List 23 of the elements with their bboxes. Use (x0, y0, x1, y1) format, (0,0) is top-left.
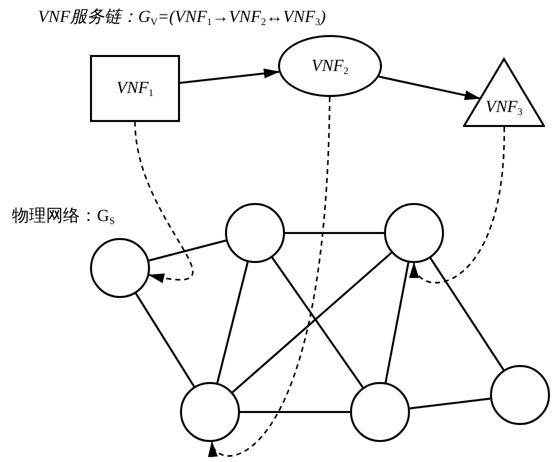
network-label: 物理网络：G$_{S}$ (12, 206, 115, 225)
link-line (216, 262, 249, 384)
link-line (240, 411, 350, 413)
diagram-title: VNF服务链：G$_{V}$=(VNF$_{1}$→VNF$_{2}$↔VNF$_{3}$) (38, 7, 326, 26)
link-line (384, 262, 410, 383)
link-line (148, 240, 226, 262)
vnf-box (90, 54, 180, 122)
arrow (378, 76, 481, 100)
link-line (135, 292, 195, 388)
node-label: VNF$_{2}$ (311, 55, 349, 79)
mapping-arrow (211, 96, 330, 458)
vnf-triangle (463, 57, 545, 127)
vnf-ellipse (278, 35, 382, 97)
link-line (271, 257, 364, 388)
mapping-arrow (134, 121, 194, 283)
node-label: VNF$_{3}$ (485, 96, 523, 120)
link-line (285, 232, 384, 234)
link-line (232, 252, 392, 393)
link-line (410, 398, 490, 410)
link-line (430, 258, 504, 370)
mapping-arrow (412, 126, 506, 284)
node-label: VNF$_{1}$ (116, 77, 154, 101)
arrow (180, 68, 280, 84)
